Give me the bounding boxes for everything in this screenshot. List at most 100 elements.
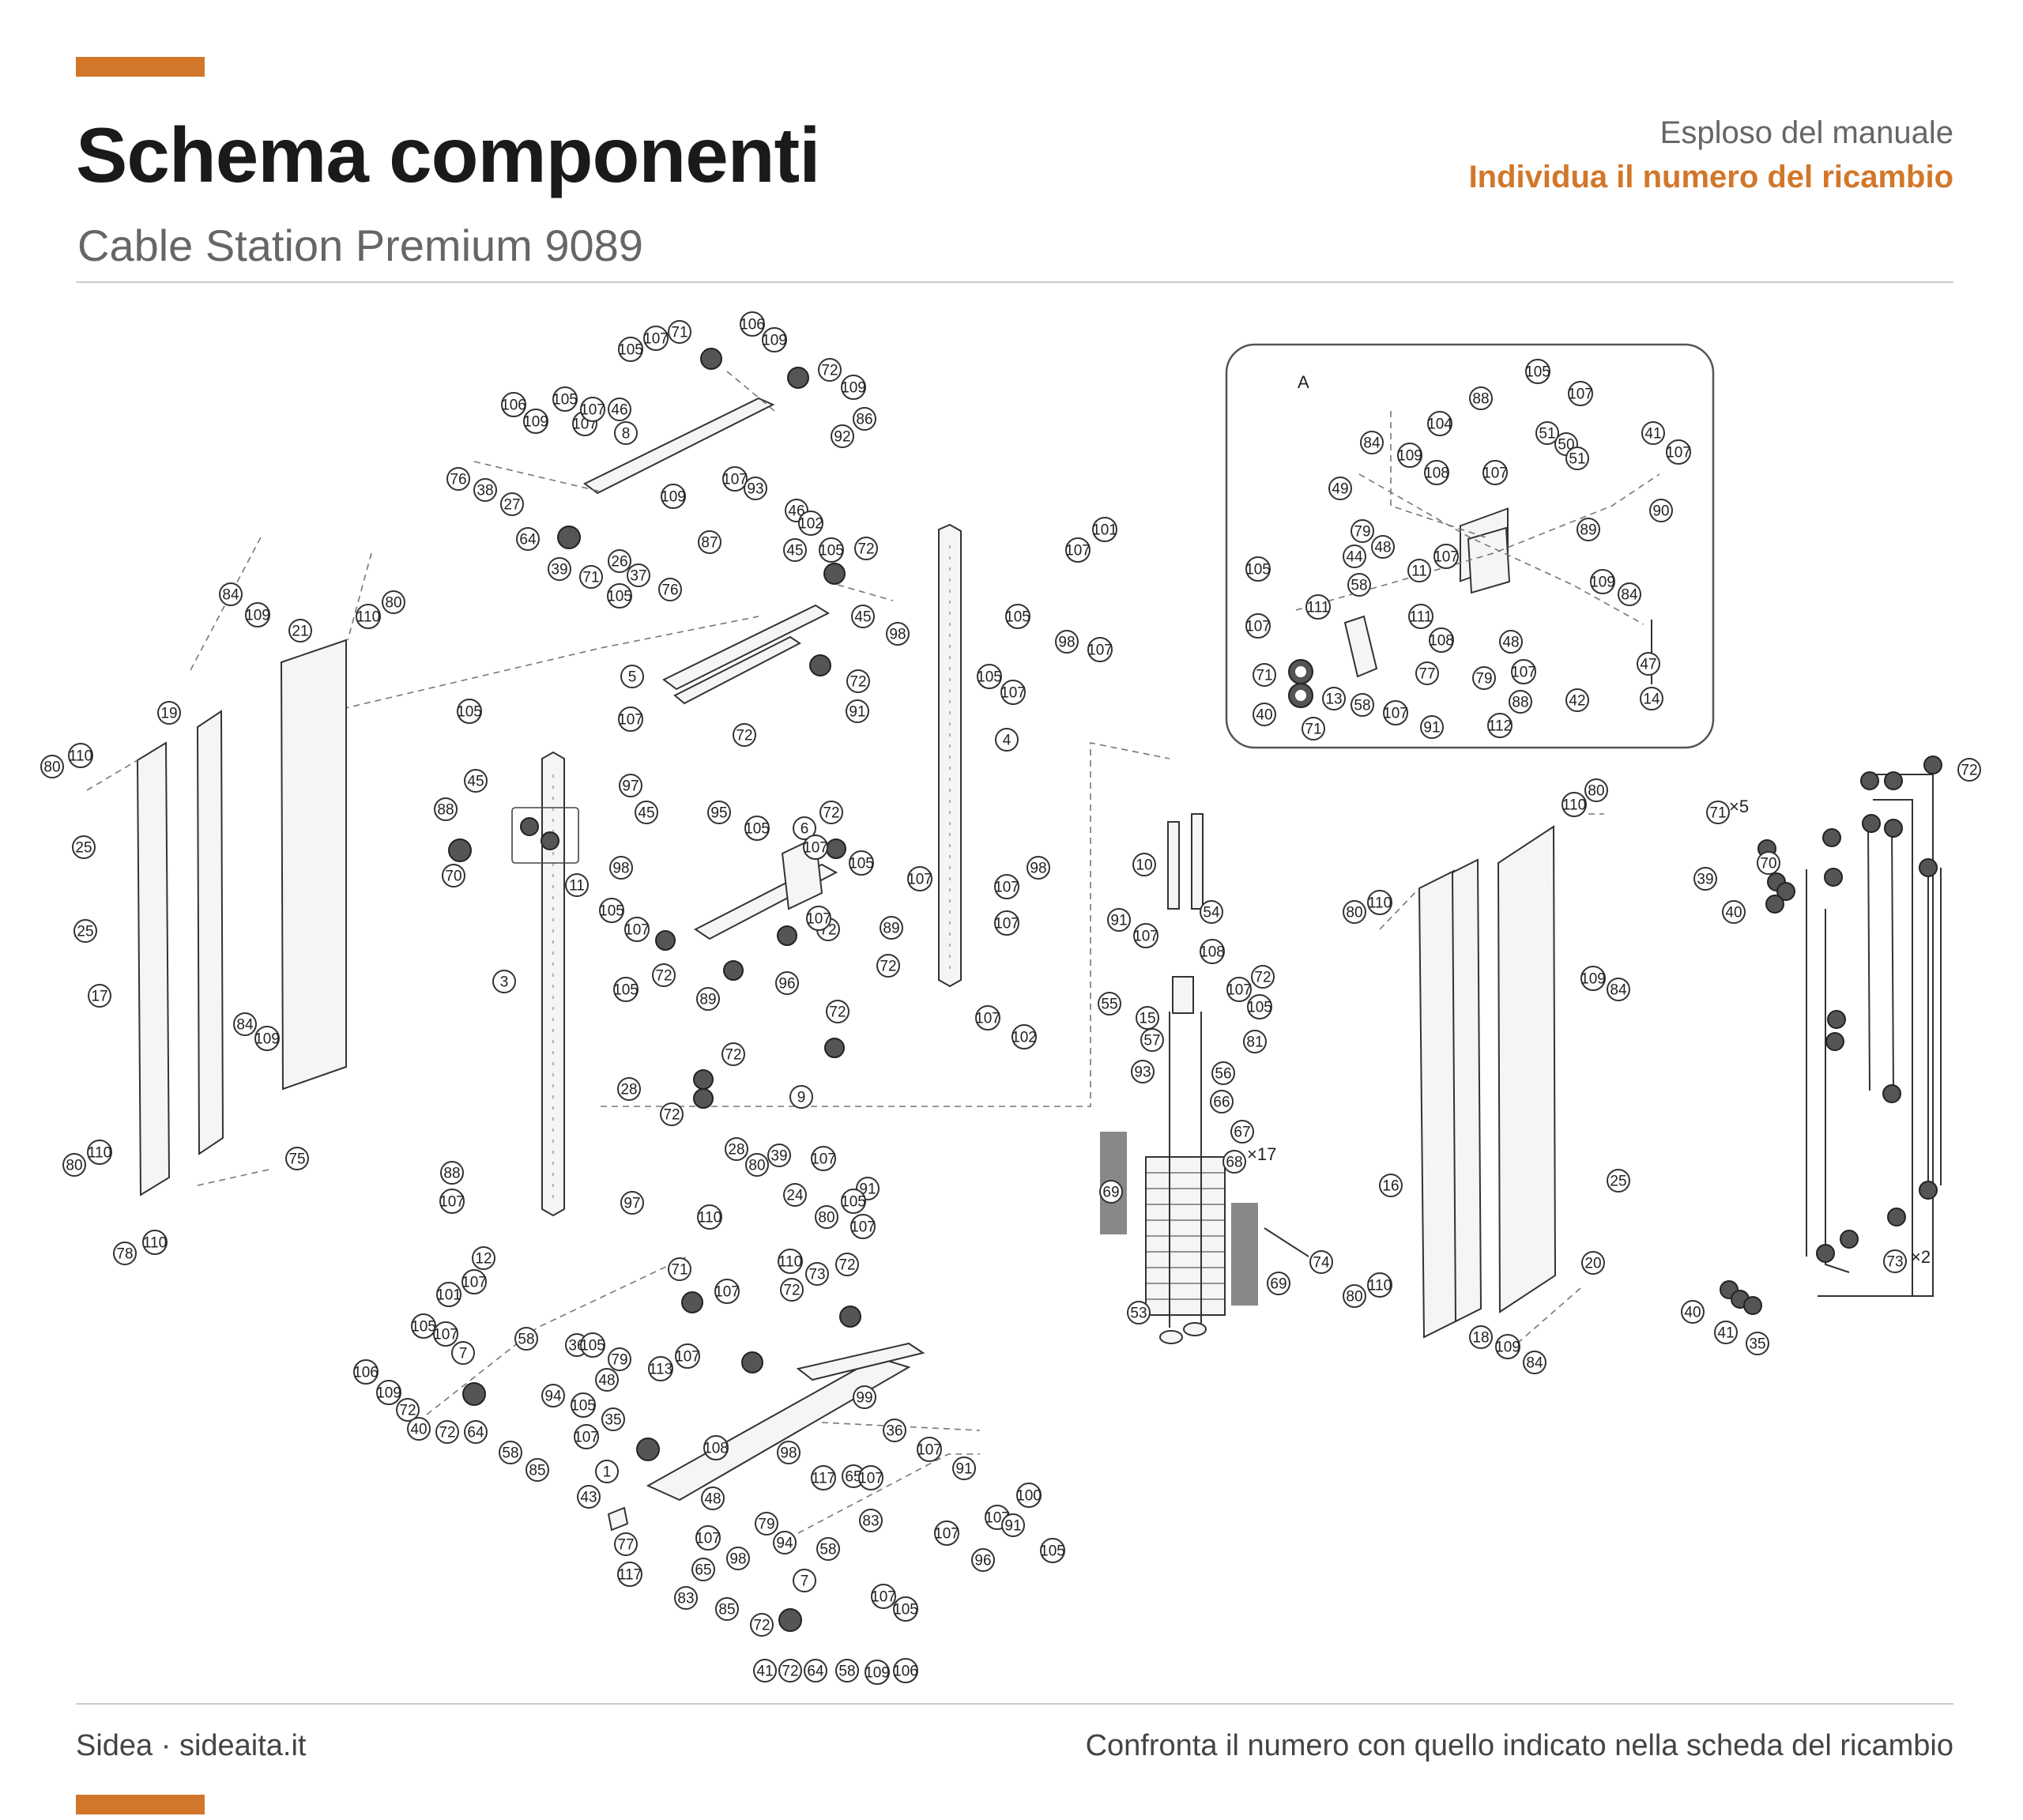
svg-text:65: 65 xyxy=(845,1469,861,1486)
callout-main_frame-28: 28 xyxy=(725,1137,748,1161)
svg-text:7: 7 xyxy=(459,1346,468,1362)
callout-top_assembly-109: 109 xyxy=(661,484,686,509)
svg-text:107: 107 xyxy=(461,1275,487,1291)
svg-text:72: 72 xyxy=(399,1403,416,1419)
svg-text:46: 46 xyxy=(788,503,804,520)
svg-text:13: 13 xyxy=(1325,691,1342,708)
callout-main_frame-72: 72 xyxy=(721,1042,745,1066)
callout-main_frame-107: 107 xyxy=(1087,637,1113,662)
svg-text:72: 72 xyxy=(439,1425,455,1441)
callout-cable_diagram-71: 71 xyxy=(1706,801,1730,824)
callout-main_frame-107: 107 xyxy=(994,910,1019,936)
callout-top_assembly-107: 107 xyxy=(643,326,669,351)
svg-text:81: 81 xyxy=(1246,1034,1263,1051)
callout-main_frame-107: 107 xyxy=(975,1005,1000,1031)
callout-top_assembly-76: 76 xyxy=(658,578,682,601)
callout-right_panels-110: 110 xyxy=(1367,890,1392,915)
callout-top_assembly-27: 27 xyxy=(500,492,524,516)
callout-lower_assembly-107: 107 xyxy=(714,1279,740,1304)
callout-detail_a-88: 88 xyxy=(1469,386,1493,410)
svg-text:107: 107 xyxy=(624,922,650,939)
callout-detail_a-48: 48 xyxy=(1371,535,1395,559)
callout-weight_stack-93: 93 xyxy=(1131,1060,1155,1083)
svg-text:84: 84 xyxy=(1621,587,1638,604)
svg-text:40: 40 xyxy=(1256,707,1272,724)
callout-left_panels-80: 80 xyxy=(62,1153,86,1177)
svg-text:107: 107 xyxy=(643,331,669,348)
callout-lower_assembly-77: 77 xyxy=(614,1532,638,1556)
svg-text:84: 84 xyxy=(222,587,239,604)
callout-main_frame-101: 101 xyxy=(1092,517,1117,542)
callout-weight_stack-55: 55 xyxy=(1098,992,1121,1016)
svg-text:98: 98 xyxy=(889,627,906,643)
svg-text:107: 107 xyxy=(907,872,932,888)
callout-main_frame-72: 72 xyxy=(660,1102,684,1126)
svg-text:107: 107 xyxy=(1383,706,1408,722)
callout-lower_assembly-105: 105 xyxy=(571,1392,596,1418)
uprights-group xyxy=(331,523,1170,1217)
callout-cable_diagram-35: 35 xyxy=(1746,1332,1769,1355)
svg-text:71: 71 xyxy=(582,570,599,586)
callout-top_assembly-76: 76 xyxy=(446,467,470,491)
callout-lower_assembly-98: 98 xyxy=(777,1441,801,1464)
svg-text:105: 105 xyxy=(607,589,632,605)
callout-right_panels-25: 25 xyxy=(1607,1169,1630,1193)
svg-text:109: 109 xyxy=(661,489,686,506)
svg-text:110: 110 xyxy=(356,609,380,626)
svg-text:14: 14 xyxy=(1643,691,1660,708)
svg-text:64: 64 xyxy=(467,1425,484,1441)
svg-text:51: 51 xyxy=(1539,426,1555,443)
svg-text:76: 76 xyxy=(661,582,678,599)
callout-weight_stack-53: 53 xyxy=(1127,1301,1151,1324)
callout-lower_assembly-107: 107 xyxy=(917,1437,942,1462)
svg-text:85: 85 xyxy=(529,1463,545,1479)
callout-right_panels-80: 80 xyxy=(1584,778,1608,802)
callout-main_frame-88: 88 xyxy=(434,797,458,821)
callout-lower_assembly-107: 107 xyxy=(433,1321,458,1347)
callout-weight_stack-15: 15 xyxy=(1136,1006,1159,1030)
svg-text:106: 106 xyxy=(501,398,526,414)
callout-main_frame-98: 98 xyxy=(609,856,633,880)
svg-text:67: 67 xyxy=(1234,1125,1250,1141)
callout-main_frame-105: 105 xyxy=(841,1189,866,1214)
callout-lower_assembly-64: 64 xyxy=(464,1420,488,1444)
svg-text:18: 18 xyxy=(1472,1330,1489,1347)
callout-right_panels-109: 109 xyxy=(1580,966,1606,991)
svg-text:108: 108 xyxy=(1429,633,1454,650)
svg-text:91: 91 xyxy=(859,1181,876,1198)
callout-detail_a-84: 84 xyxy=(1618,582,1641,606)
svg-text:7: 7 xyxy=(801,1573,809,1590)
callout-weight_stack-57: 57 xyxy=(1140,1028,1164,1052)
svg-text:83: 83 xyxy=(677,1591,694,1607)
svg-text:105: 105 xyxy=(552,392,578,409)
callout-cable_diagram-41: 41 xyxy=(1714,1321,1738,1344)
svg-text:109: 109 xyxy=(1590,575,1615,591)
svg-text:9: 9 xyxy=(797,1090,806,1106)
callout-top_assembly-109: 109 xyxy=(523,409,548,434)
svg-text:80: 80 xyxy=(1588,783,1604,800)
svg-text:105: 105 xyxy=(411,1319,436,1336)
svg-text:107: 107 xyxy=(1482,465,1508,482)
svg-text:58: 58 xyxy=(819,1542,836,1558)
callout-main_frame-107: 107 xyxy=(806,906,831,931)
callout-lower_assembly-7: 7 xyxy=(451,1341,475,1365)
detail-a-housing xyxy=(1295,411,1660,684)
svg-text:100: 100 xyxy=(1016,1488,1042,1505)
svg-text:101: 101 xyxy=(436,1287,461,1304)
callout-main_frame-107: 107 xyxy=(994,874,1019,899)
svg-text:17: 17 xyxy=(91,989,107,1005)
svg-text:15: 15 xyxy=(1139,1011,1155,1027)
callout-lower_assembly-94: 94 xyxy=(541,1384,565,1407)
svg-text:71: 71 xyxy=(1709,805,1726,822)
svg-text:71: 71 xyxy=(671,1262,688,1279)
callout-main_frame-89: 89 xyxy=(696,987,720,1011)
callout-detail_a-107: 107 xyxy=(1666,439,1691,465)
svg-text:79: 79 xyxy=(611,1352,627,1369)
callout-main_frame-105: 105 xyxy=(457,699,482,724)
callout-top_assembly-109: 109 xyxy=(762,327,787,352)
svg-text:72: 72 xyxy=(663,1107,680,1124)
svg-text:110: 110 xyxy=(1562,797,1586,814)
callout-main_frame-72: 72 xyxy=(819,801,843,824)
callout-weight_stack-74: 74 xyxy=(1309,1250,1333,1274)
